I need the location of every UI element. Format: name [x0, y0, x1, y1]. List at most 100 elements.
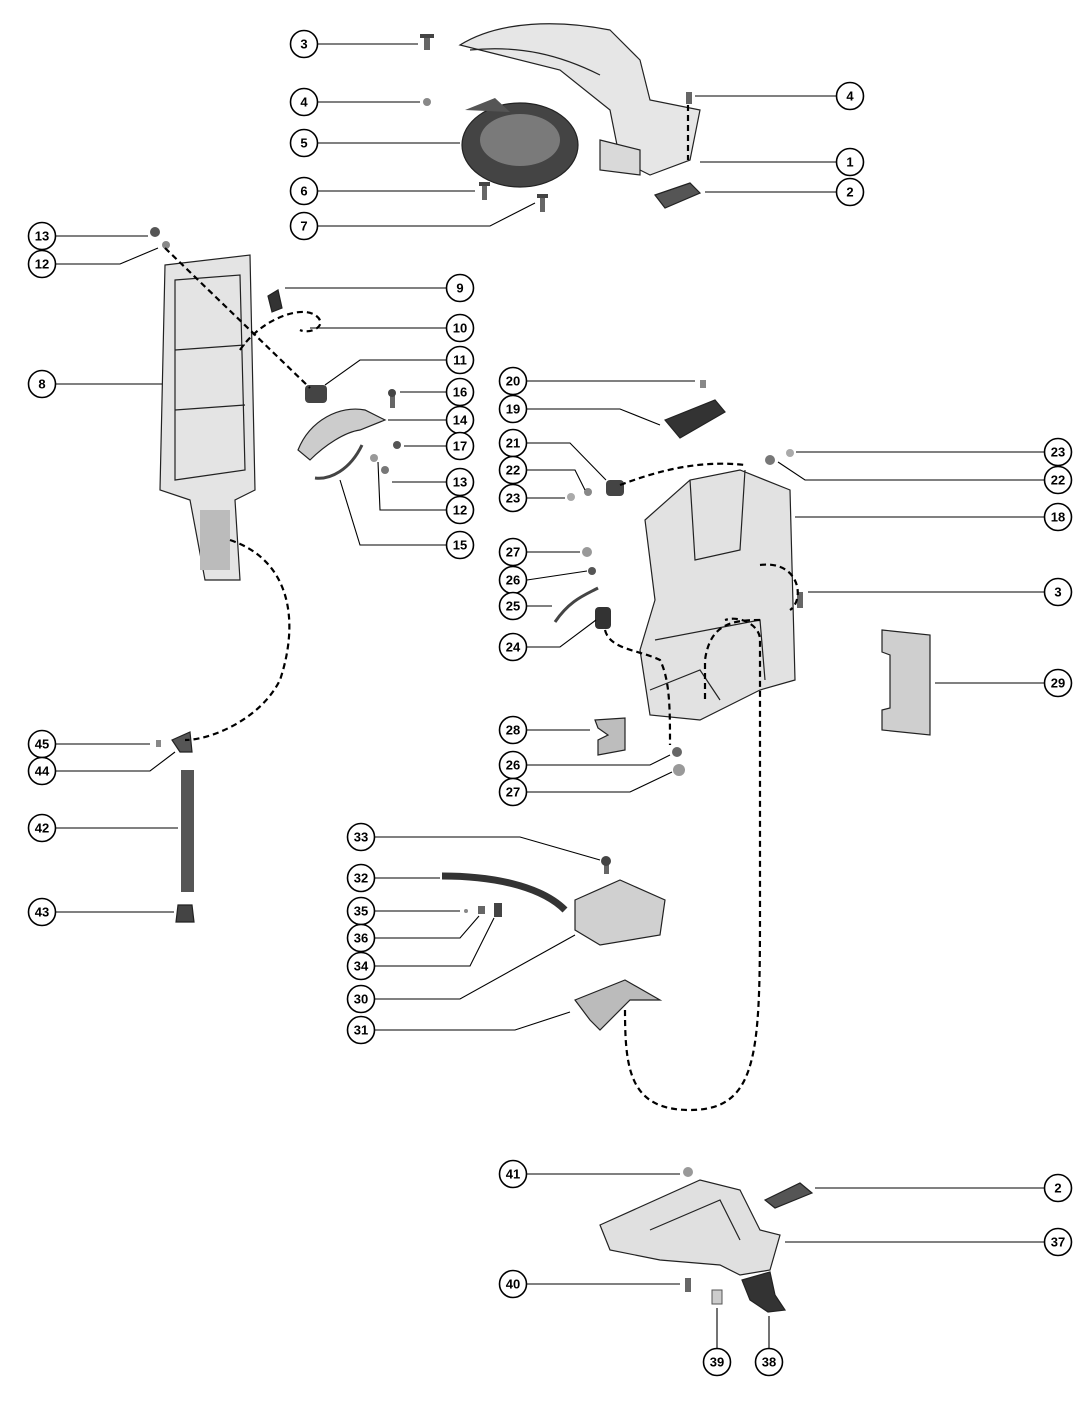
- callout-number: 12: [453, 503, 467, 518]
- callout-24: 24: [498, 632, 528, 662]
- callout-circle: [1043, 465, 1073, 495]
- callout-number: 28: [506, 723, 520, 738]
- callout-circle: [498, 632, 528, 662]
- leader-lines: [56, 43, 1044, 1348]
- callout-circle: [346, 1015, 376, 1045]
- callout-circle: [27, 813, 57, 843]
- callout-32: 32: [346, 863, 376, 893]
- callout-42: 42: [27, 813, 57, 843]
- grommet-21-part: [606, 480, 624, 496]
- nut-27-top-part: [582, 547, 592, 557]
- callout-number: 13: [35, 229, 49, 244]
- callout-26b: 26: [498, 750, 528, 780]
- callout-number: 23: [1051, 445, 1065, 460]
- hose-42-part: [181, 770, 194, 892]
- callout-number: 26: [506, 758, 520, 773]
- callout-26a: 26: [498, 565, 528, 595]
- callout-number: 16: [453, 385, 467, 400]
- callout-6: 6: [289, 176, 319, 206]
- callout-43: 43: [27, 897, 57, 927]
- callout-12b: 12: [445, 495, 475, 525]
- callout-30: 30: [346, 984, 376, 1014]
- callout-number: 43: [35, 905, 49, 920]
- callout-circle: [498, 537, 528, 567]
- callout-number: 15: [453, 538, 467, 553]
- assembly-dashed-lines: [164, 105, 799, 1112]
- callout-number: 17: [453, 439, 467, 454]
- swivel-bracket-part: [639, 469, 796, 721]
- callout-17: 17: [445, 431, 475, 461]
- callout-circle: [498, 777, 528, 807]
- callout-2a: 2: [835, 177, 865, 207]
- screw-6-part: [479, 182, 490, 200]
- callout-45: 45: [27, 729, 57, 759]
- callout-13a: 13: [27, 221, 57, 251]
- callout-circle: [1043, 1173, 1073, 1203]
- gasket-31-part: [574, 979, 663, 1031]
- callout-number: 7: [300, 219, 307, 234]
- screw-7-part: [537, 194, 548, 212]
- callout-circle: [498, 1269, 528, 1299]
- callout-circle: [27, 756, 57, 786]
- dash-hose-left: [184, 538, 291, 742]
- dash-gasket-31: [623, 617, 762, 1112]
- callout-circle: [498, 483, 528, 513]
- callout-15: 15: [445, 530, 475, 560]
- callout-circle: [498, 1159, 528, 1189]
- flywheel-cover-part: [461, 98, 579, 188]
- clip-9-part: [267, 289, 283, 313]
- pad-2-top-part: [654, 182, 702, 209]
- bolt-40-part: [685, 1278, 691, 1292]
- callout-number: 40: [506, 1277, 520, 1292]
- callout-3b: 3: [1043, 577, 1073, 607]
- callouts: 3456741213129101181614171312152019212223…: [27, 29, 1073, 1377]
- callout-number: 12: [35, 257, 49, 272]
- parts-illustrations: [150, 23, 931, 1313]
- callout-35: 35: [346, 896, 376, 926]
- callout-circle: [289, 176, 319, 206]
- dash-grommet-21: [619, 462, 746, 487]
- callout-39: 39: [702, 1347, 732, 1377]
- callout-number: 3: [1054, 585, 1061, 600]
- callout-number: 9: [456, 281, 463, 296]
- callout-circle: [835, 147, 865, 177]
- callout-number: 30: [354, 992, 368, 1007]
- callout-circle: [346, 863, 376, 893]
- callout-circle: [498, 591, 528, 621]
- bracket-housing-part: [159, 254, 256, 581]
- callout-circle: [445, 345, 475, 375]
- callout-number: 27: [506, 545, 520, 560]
- callout-number: 4: [846, 89, 854, 104]
- callout-27a: 27: [498, 537, 528, 567]
- callout-number: 13: [453, 475, 467, 490]
- callout-number: 2: [1054, 1181, 1061, 1196]
- callout-circle: [498, 715, 528, 745]
- screw-20-part: [700, 380, 706, 388]
- bolt-16-part: [388, 389, 396, 408]
- callout-circle: [289, 211, 319, 241]
- callout-11: 11: [445, 345, 475, 375]
- callout-number: 23: [506, 491, 520, 506]
- callout-9: 9: [445, 273, 475, 303]
- callout-circle: [754, 1347, 784, 1377]
- callout-circle: [346, 822, 376, 852]
- cable-15-part: [314, 444, 364, 480]
- callout-21: 21: [498, 428, 528, 458]
- fitting-43-part: [175, 904, 195, 923]
- callout-number: 22: [506, 463, 520, 478]
- nut-41-part: [683, 1167, 693, 1177]
- callout-1: 1: [835, 147, 865, 177]
- callout-circle: [289, 87, 319, 117]
- dash-grommet-11: [164, 247, 311, 389]
- washer-22-right-part: [765, 455, 775, 465]
- callout-12a: 12: [27, 249, 57, 279]
- tee-44-part: [171, 731, 193, 753]
- pin-39-part: [711, 1289, 723, 1305]
- callout-23b: 23: [1043, 437, 1073, 467]
- callout-circle: [1043, 1227, 1073, 1257]
- callout-number: 32: [354, 871, 368, 886]
- callout-circle: [445, 530, 475, 560]
- callout-number: 1: [846, 155, 853, 170]
- nut-13-mid-part: [381, 466, 389, 474]
- pad-28-part: [594, 717, 626, 756]
